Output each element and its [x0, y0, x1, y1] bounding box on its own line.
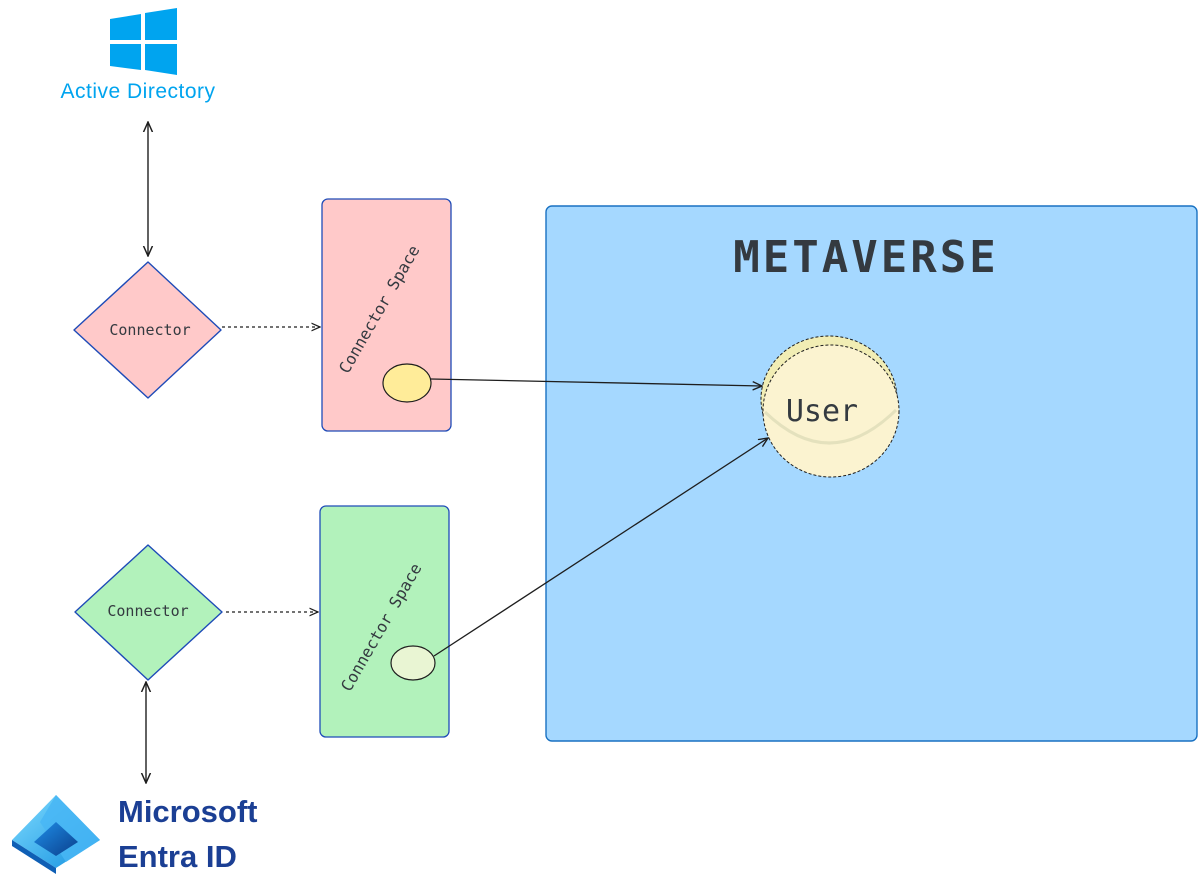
user-circle — [762, 344, 900, 478]
entra-id-label-line2: Entra ID — [118, 839, 237, 874]
top-connector-label: Connector — [109, 321, 190, 339]
active-directory-logo: Active Directory — [60, 8, 215, 103]
active-directory-label: Active Directory — [60, 80, 215, 103]
bottom-connector-space-object — [390, 645, 436, 681]
top-connector-space-object — [382, 363, 432, 403]
metaverse-box — [545, 205, 1198, 742]
windows-logo-icon — [110, 8, 177, 75]
metaverse-title: METAVERSE — [733, 232, 998, 283]
bottom-object-to-user-arrow — [433, 438, 768, 657]
entra-id-logo: Microsoft Entra ID — [12, 794, 258, 874]
bottom-connector-diamond — [74, 544, 223, 681]
top-connector-diamond — [73, 261, 222, 399]
entra-id-label-line1: Microsoft — [118, 794, 258, 829]
entra-id-logo-icon — [12, 795, 100, 874]
top-object-to-user-arrow — [430, 378, 762, 386]
user-label: User — [786, 394, 858, 429]
user-object: User — [760, 335, 900, 478]
bottom-connector-label: Connector — [107, 602, 188, 620]
